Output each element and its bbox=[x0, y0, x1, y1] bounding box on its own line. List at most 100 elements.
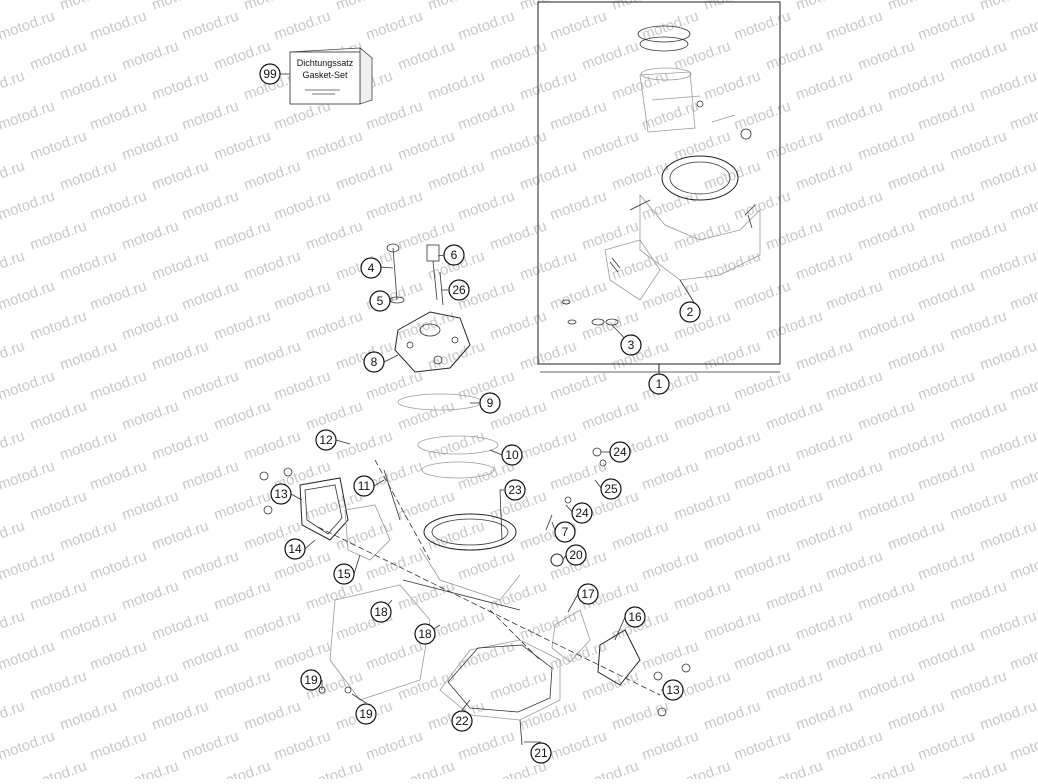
callout-25: 25 bbox=[600, 478, 622, 500]
watermark-text: motod.ru bbox=[120, 308, 181, 344]
watermark-text: motod.ru bbox=[1008, 188, 1038, 224]
watermark-text: motod.ru bbox=[304, 308, 365, 344]
watermark-text: motod.ru bbox=[886, 0, 947, 14]
watermark-text: motod.ru bbox=[180, 368, 241, 404]
watermark-text: motod.ru bbox=[180, 98, 241, 134]
watermark-text: motod.ru bbox=[0, 548, 57, 584]
watermark-text: motod.ru bbox=[732, 368, 793, 404]
watermark-text: motod.ru bbox=[764, 38, 825, 74]
watermark-text: motod.ru bbox=[764, 398, 825, 434]
watermark-text: motod.ru bbox=[272, 8, 333, 44]
svg-text:13: 13 bbox=[274, 487, 288, 501]
watermark-text: motod.ru bbox=[732, 98, 793, 134]
watermark-text: motod.ru bbox=[456, 548, 517, 584]
watermark-text: motod.ru bbox=[856, 488, 917, 524]
watermark-text: motod.ru bbox=[856, 668, 917, 704]
svg-text:13: 13 bbox=[666, 683, 680, 697]
watermark-text: motod.ru bbox=[886, 608, 947, 644]
watermark-text: motod.ru bbox=[120, 128, 181, 164]
watermark-text: motod.ru bbox=[120, 488, 181, 524]
watermark-text: motod.ru bbox=[150, 338, 211, 374]
svg-text:17: 17 bbox=[581, 587, 595, 601]
watermark-text: motod.ru bbox=[272, 188, 333, 224]
callout-20: 20 bbox=[565, 544, 587, 566]
watermark-text: motod.ru bbox=[548, 728, 609, 764]
callout-13-left: 13 bbox=[270, 483, 292, 505]
watermark-text: motod.ru bbox=[916, 458, 977, 494]
watermark-text: motod.ru bbox=[702, 428, 763, 464]
watermark-text: motod.ru bbox=[488, 218, 549, 254]
callout-13-right: 13 bbox=[662, 679, 684, 701]
watermark-text: motod.ru bbox=[426, 68, 487, 104]
watermark-text: motod.ru bbox=[58, 248, 119, 284]
watermark-text: motod.ru bbox=[794, 68, 855, 104]
svg-text:10: 10 bbox=[505, 448, 519, 462]
callout-7: 7 bbox=[554, 521, 576, 543]
callout-18-bottom: 18 bbox=[414, 623, 436, 645]
watermark-text: motod.ru bbox=[396, 668, 457, 704]
watermark-text: motod.ru bbox=[58, 518, 119, 554]
callout-24-mid: 24 bbox=[571, 502, 593, 524]
watermark-text: motod.ru bbox=[0, 338, 27, 374]
watermark-text: motod.ru bbox=[212, 578, 273, 614]
watermark-text: motod.ru bbox=[150, 608, 211, 644]
watermark-text: motod.ru bbox=[180, 548, 241, 584]
watermark-text: motod.ru bbox=[28, 308, 89, 344]
callout-6: 6 bbox=[443, 244, 465, 266]
watermark-text: motod.ru bbox=[0, 248, 27, 284]
watermark-text: motod.ru bbox=[242, 248, 303, 284]
watermark-text: motod.ru bbox=[58, 428, 119, 464]
watermark-text: motod.ru bbox=[364, 548, 425, 584]
watermark-text: motod.ru bbox=[824, 548, 885, 584]
cylinder-base bbox=[259, 435, 691, 746]
svg-text:99: 99 bbox=[263, 67, 277, 81]
callout-19-bottom: 19 bbox=[355, 703, 377, 725]
watermark-text: motod.ru bbox=[824, 8, 885, 44]
watermark-text: motod.ru bbox=[426, 428, 487, 464]
watermark-text: motod.ru bbox=[580, 398, 641, 434]
watermark-text: motod.ru bbox=[180, 8, 241, 44]
svg-text:18: 18 bbox=[418, 627, 432, 641]
gasket-box-label-de: Dichtungssatz bbox=[297, 58, 354, 68]
watermark-text: motod.ru bbox=[488, 308, 549, 344]
watermark-text: motod.ru bbox=[916, 278, 977, 314]
watermark-text: motod.ru bbox=[548, 278, 609, 314]
svg-text:18: 18 bbox=[374, 605, 388, 619]
watermark-text: motod.ru bbox=[518, 698, 579, 734]
watermark-text: motod.ru bbox=[272, 728, 333, 764]
gasket-set-box: Dichtungssatz Gasket-Set bbox=[288, 47, 374, 105]
svg-text:12: 12 bbox=[319, 433, 333, 447]
watermark-text: motod.ru bbox=[702, 698, 763, 734]
watermark-text: motod.ru bbox=[426, 518, 487, 554]
watermark-text: motod.ru bbox=[856, 398, 917, 434]
callout-10: 10 bbox=[501, 444, 523, 466]
watermark-text: motod.ru bbox=[28, 668, 89, 704]
svg-text:19: 19 bbox=[304, 673, 318, 687]
watermark-text: motod.ru bbox=[672, 488, 733, 524]
watermark-text: motod.ru bbox=[120, 38, 181, 74]
watermark-text: motod.ru bbox=[0, 0, 27, 14]
watermark-text: motod.ru bbox=[272, 368, 333, 404]
watermark-text: motod.ru bbox=[610, 518, 671, 554]
watermark-text: motod.ru bbox=[304, 758, 365, 779]
watermark-text: motod.ru bbox=[732, 8, 793, 44]
watermark-text: motod.ru bbox=[396, 128, 457, 164]
watermark-text: motod.ru bbox=[212, 218, 273, 254]
watermark-text: motod.ru bbox=[978, 608, 1038, 644]
watermark-text: motod.ru bbox=[242, 608, 303, 644]
watermark-text: motod.ru bbox=[794, 428, 855, 464]
watermark-text: motod.ru bbox=[580, 758, 641, 779]
watermark-text: motod.ru bbox=[702, 518, 763, 554]
watermark-text: motod.ru bbox=[426, 158, 487, 194]
watermark-text: motod.ru bbox=[120, 398, 181, 434]
watermark-text: motod.ru bbox=[732, 548, 793, 584]
svg-text:14: 14 bbox=[288, 542, 302, 556]
watermark-text: motod.ru bbox=[978, 248, 1038, 284]
watermark-text: motod.ru bbox=[886, 248, 947, 284]
callout-16: 16 bbox=[624, 606, 646, 628]
watermark-text: motod.ru bbox=[794, 338, 855, 374]
svg-text:16: 16 bbox=[628, 610, 642, 624]
watermark-text: motod.ru bbox=[150, 0, 211, 14]
watermark-text: motod.ru bbox=[824, 368, 885, 404]
